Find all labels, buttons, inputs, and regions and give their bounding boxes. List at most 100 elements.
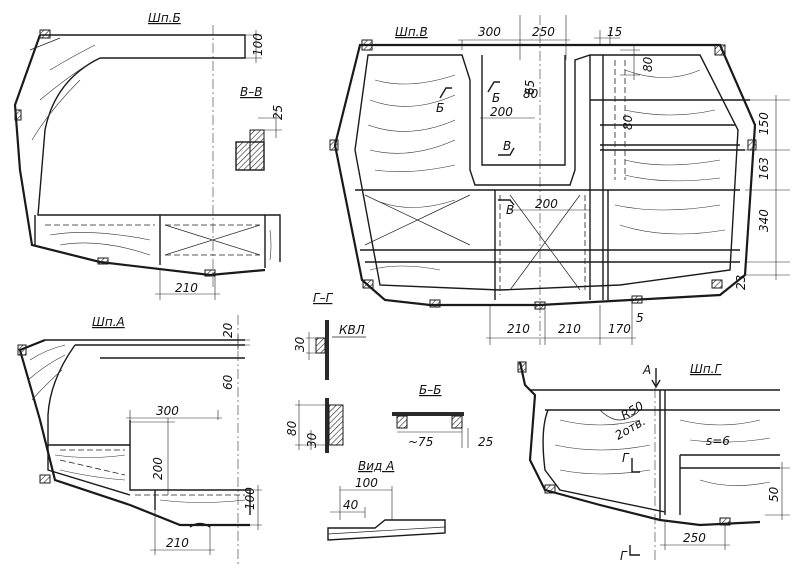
limber-block (204, 269, 216, 277)
view-frame-v: Шп.В 300 250 15 80 65 (329, 15, 790, 345)
floor-members (47, 420, 156, 510)
stringers (590, 99, 750, 151)
dimension-line (740, 95, 790, 280)
waterline-label: КВЛ (339, 323, 365, 337)
section-part (235, 141, 251, 171)
section-title: Г–Г (313, 291, 334, 305)
side-frame-outer (18, 338, 250, 527)
section-part (328, 404, 344, 446)
dimension-line (660, 520, 730, 550)
limber-block (719, 517, 731, 526)
dim-text: 80 (641, 56, 655, 72)
cut-mark: Г (622, 451, 630, 465)
corner-block (14, 109, 22, 121)
hidden-lines (59, 449, 245, 496)
dim-text: 100 (251, 33, 265, 56)
corner-block (361, 39, 373, 51)
section-v-v: В–В 25 (235, 85, 285, 171)
corner-block (714, 44, 726, 56)
wood-grain (27, 344, 246, 503)
dim-text: 65 (523, 80, 537, 95)
dim-text: 50 (767, 486, 781, 502)
dim-text: 23 (734, 275, 748, 290)
lightening-cross (164, 224, 261, 256)
section-title: Б–Б (419, 383, 441, 397)
view-frame-b: Шп.Б 100 210 (13, 11, 281, 300)
section-part (315, 337, 326, 354)
dimension-line (620, 45, 640, 80)
dim-text: 25 (478, 435, 493, 449)
section-plate (325, 320, 329, 380)
section-part (249, 129, 265, 171)
dim-text: ~75 (408, 435, 433, 449)
dim-text: 30 (305, 432, 319, 448)
dimension-line (330, 507, 366, 518)
dim-text: 25 (271, 105, 285, 120)
dim-text: 80 (621, 114, 635, 130)
dim-text: 80 (523, 87, 539, 101)
dim-text: 340 (757, 209, 771, 232)
view-frame-a: Шп.А 20 60 300 200 100 210 (17, 315, 262, 565)
section-plate (325, 398, 329, 453)
side-frame-outer (13, 34, 266, 277)
corner-block (747, 139, 757, 151)
corner-block (711, 279, 723, 289)
wood-grain (367, 69, 726, 271)
dimension-line (594, 30, 620, 45)
dim-text: 200 (490, 105, 513, 119)
view-arrow (651, 368, 661, 389)
section-mark-arrow (487, 81, 500, 93)
dimension-line (306, 332, 316, 360)
view-title: Шп.Г (690, 362, 722, 376)
dimension-line (150, 510, 215, 555)
view-a-detail: Вид А 100 40 (327, 459, 446, 541)
dim-text: 20 (221, 322, 235, 338)
hidden-lines (499, 60, 626, 295)
section-part (451, 415, 463, 429)
floor-plates (34, 215, 266, 268)
dimension-line (339, 486, 393, 520)
trunk-well (481, 55, 566, 166)
frame-inner (530, 389, 780, 513)
limber-block (429, 299, 441, 308)
dimension-line (237, 335, 250, 350)
dim-text: 200 (151, 457, 165, 480)
dim-text: 210 (558, 322, 581, 336)
deck-beams (45, 339, 245, 359)
section-mark: Б (436, 101, 444, 115)
dim-text: 200 (535, 197, 558, 211)
dimension-line (245, 30, 262, 63)
floor-members (659, 390, 780, 520)
dim-text: 40 (343, 498, 359, 512)
dim-text: 30 (293, 336, 307, 352)
dimension-line (397, 428, 469, 448)
thickness-note: s=6 (706, 434, 730, 448)
section-mark-arrow (498, 147, 515, 156)
dim-text: 15 (607, 25, 622, 39)
dim-text: 80 (285, 420, 299, 436)
section-plate (392, 412, 464, 416)
section-mark-arrow (498, 199, 515, 206)
plank-outline (327, 519, 446, 541)
dim-text: 210 (166, 536, 189, 550)
section-part (396, 415, 408, 429)
wood-grain (554, 419, 771, 486)
dim-text: 210 (507, 322, 530, 336)
corner-block (544, 484, 556, 494)
limber-hole (189, 522, 211, 528)
gusset-line (29, 37, 61, 51)
dim-text: 170 (608, 322, 631, 336)
dimension-line (458, 15, 570, 60)
dimension-line (155, 268, 220, 300)
hull-outline (333, 43, 757, 307)
dimension-line (765, 462, 790, 520)
corner-block (39, 29, 51, 39)
cut-mark: Г (620, 549, 628, 563)
dim-text: 150 (757, 112, 771, 135)
view-title: Шп.Б (148, 11, 181, 25)
view-title: Шп.А (92, 315, 125, 329)
transverse-members (355, 189, 740, 263)
lightening-cross (364, 194, 581, 291)
dimension-line (126, 410, 222, 420)
